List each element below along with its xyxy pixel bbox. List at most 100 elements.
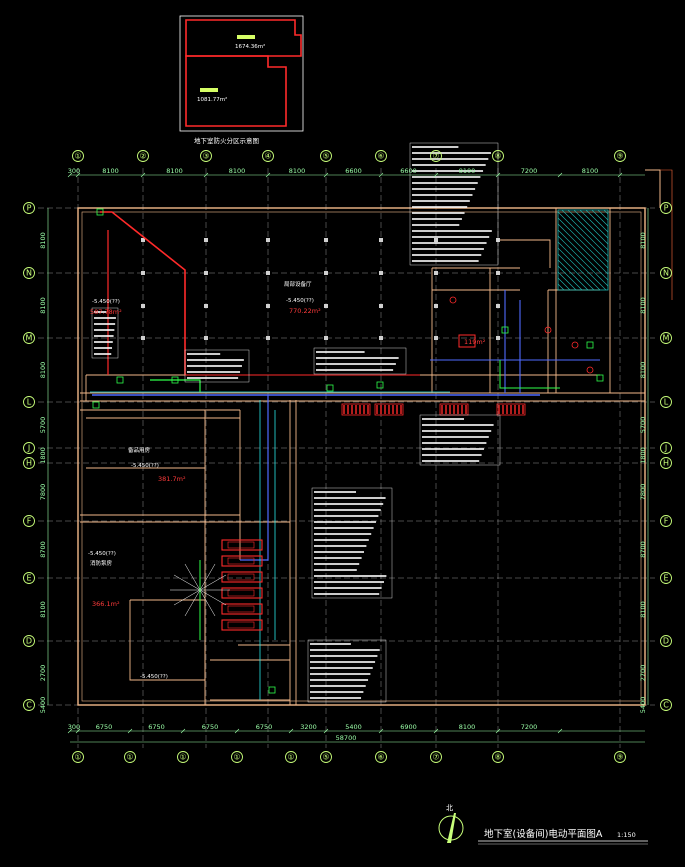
device-1 bbox=[96, 208, 104, 216]
top-dimension-tick-8 bbox=[433, 172, 439, 178]
hatched-room-border bbox=[557, 209, 609, 291]
right-dimension-2: 8100 bbox=[639, 297, 647, 314]
grid-bubble-right-J bbox=[660, 442, 672, 454]
grid-bubble-left-M bbox=[23, 332, 35, 344]
grid-bubble-bottom-label-8: ⑦ bbox=[432, 753, 439, 762]
hatch-line bbox=[603, 209, 609, 215]
hatch-line bbox=[557, 277, 571, 291]
pump-unit-core-4 bbox=[227, 589, 255, 597]
pump-unit-core-6 bbox=[227, 621, 255, 629]
left-dimension-6: 7800 bbox=[39, 484, 47, 501]
column-6-3 bbox=[434, 304, 438, 308]
grid-bubble-bottom-label-2: ① bbox=[126, 753, 133, 762]
column-2-2 bbox=[204, 271, 208, 275]
left-dimension-8: 8100 bbox=[39, 601, 47, 618]
grid-bubble-bottom-6 bbox=[320, 751, 332, 763]
pump-unit-core-2 bbox=[227, 557, 255, 565]
column-3-3 bbox=[266, 304, 270, 308]
hatch-line bbox=[585, 209, 609, 233]
hatch-line bbox=[579, 209, 609, 239]
hatch-line bbox=[567, 209, 609, 251]
hatch-line bbox=[573, 209, 609, 245]
bottom-dimension-4: 6750 bbox=[202, 723, 219, 731]
pump-unit-core-3 bbox=[227, 573, 255, 581]
column-4-2 bbox=[324, 271, 328, 275]
red-feeder-run bbox=[100, 211, 186, 375]
top-dimension-tick-7 bbox=[378, 172, 384, 178]
motor-symbol-2 bbox=[544, 326, 552, 334]
schedule-left-mid-frame bbox=[184, 349, 250, 383]
column-6-4 bbox=[434, 336, 438, 340]
device-9 bbox=[92, 401, 100, 409]
grid-bubble-right-label-E: E bbox=[663, 574, 668, 583]
top-dimension-tick-11 bbox=[617, 172, 623, 178]
bottom-dimension-tick-1 bbox=[67, 728, 73, 734]
hatch-line bbox=[557, 229, 609, 281]
grid-bubble-right-label-C: C bbox=[663, 701, 669, 710]
bottom-dimension-7: 5400 bbox=[345, 723, 362, 731]
room-6-area: 119m² bbox=[464, 338, 486, 346]
schedule-right-mid bbox=[419, 414, 501, 466]
grid-bubble-bottom-label-9: ⑧ bbox=[494, 753, 501, 762]
column-1-1 bbox=[141, 238, 145, 242]
grid-bubble-top-8 bbox=[492, 150, 504, 162]
device-10 bbox=[268, 686, 276, 694]
room-4-level: -5.450(??) bbox=[88, 551, 116, 557]
top-dimension-6: 6600 bbox=[345, 167, 362, 175]
grid-bubble-left-label-P: P bbox=[27, 204, 32, 213]
schedule-left-frame bbox=[91, 307, 119, 359]
grid-bubble-right-label-J: J bbox=[664, 444, 667, 453]
grid-bubble-left-label-M: M bbox=[26, 334, 33, 343]
bottom-dimension-tick-6 bbox=[288, 728, 294, 734]
grid-bubble-top-3 bbox=[200, 150, 212, 162]
grid-bubble-left-P bbox=[23, 202, 35, 214]
grid-bubble-top-label-7: ⑦ bbox=[432, 152, 439, 161]
distribution-spoke bbox=[199, 574, 227, 591]
distribution-spoke bbox=[199, 589, 227, 606]
grid-bubble-right-label-M: M bbox=[663, 334, 670, 343]
stair-extension-wall bbox=[645, 169, 661, 208]
grid-bubble-top-label-1: ① bbox=[74, 152, 81, 161]
grid-bubble-top-label-4: ④ bbox=[264, 152, 271, 161]
motor-symbol-1 bbox=[449, 296, 457, 304]
hatch-line bbox=[557, 235, 609, 287]
room-4-name: 消防泵房 bbox=[90, 559, 113, 567]
top-dimension-tick-4 bbox=[203, 172, 209, 178]
device-6 bbox=[501, 326, 509, 334]
pump-unit-5 bbox=[221, 603, 263, 615]
room-3-level: -5.450(??) bbox=[131, 463, 159, 469]
grid-bubble-right-M bbox=[660, 332, 672, 344]
top-dimension-tick-3 bbox=[140, 172, 146, 178]
top-dimension-8: 8100 bbox=[459, 167, 476, 175]
hatch-line bbox=[557, 259, 589, 291]
bottom-dimension-1: 300 bbox=[68, 723, 80, 731]
column-2-3 bbox=[204, 304, 208, 308]
column-3-2 bbox=[266, 271, 270, 275]
top-dimension-7: 6600 bbox=[400, 167, 417, 175]
grid-bubble-left-label-N: N bbox=[26, 269, 32, 278]
bottom-dimension-9: 8100 bbox=[459, 723, 476, 731]
left-dimension-4: 5700 bbox=[39, 417, 47, 434]
room-1-level: -5.450(??) bbox=[92, 299, 120, 305]
bottom-dimension-tick-3 bbox=[127, 728, 133, 734]
key-plan-zone-lower bbox=[185, 55, 287, 127]
pump-unit-2 bbox=[221, 555, 263, 567]
grid-bubble-left-F bbox=[23, 515, 35, 527]
outer-wall-inner bbox=[81, 211, 642, 702]
key-plan: 1674.36m² 1081.77m² 地下室防火分区示意图 bbox=[179, 15, 304, 145]
green-branch-right bbox=[499, 360, 560, 389]
right-dimension-1: 8100 bbox=[639, 232, 647, 249]
grid-bubble-bottom-label-10: ⑨ bbox=[616, 753, 623, 762]
device-3 bbox=[171, 376, 179, 384]
hatch-line bbox=[561, 209, 609, 257]
grid-bubble-right-label-N: N bbox=[663, 269, 669, 278]
column-5-4 bbox=[379, 336, 383, 340]
key-plan-caption: 地下室防火分区示意图 bbox=[194, 136, 259, 145]
bottom-dimension-8: 6900 bbox=[400, 723, 417, 731]
grid-bubble-right-N bbox=[660, 267, 672, 279]
schedule-lower-frame bbox=[307, 639, 387, 703]
drawing-title-block: 地下室(设备间)电动平面图A 1:150 bbox=[478, 828, 648, 845]
north-arrow: 北 bbox=[438, 804, 464, 843]
partition-wall-12 bbox=[129, 599, 206, 681]
